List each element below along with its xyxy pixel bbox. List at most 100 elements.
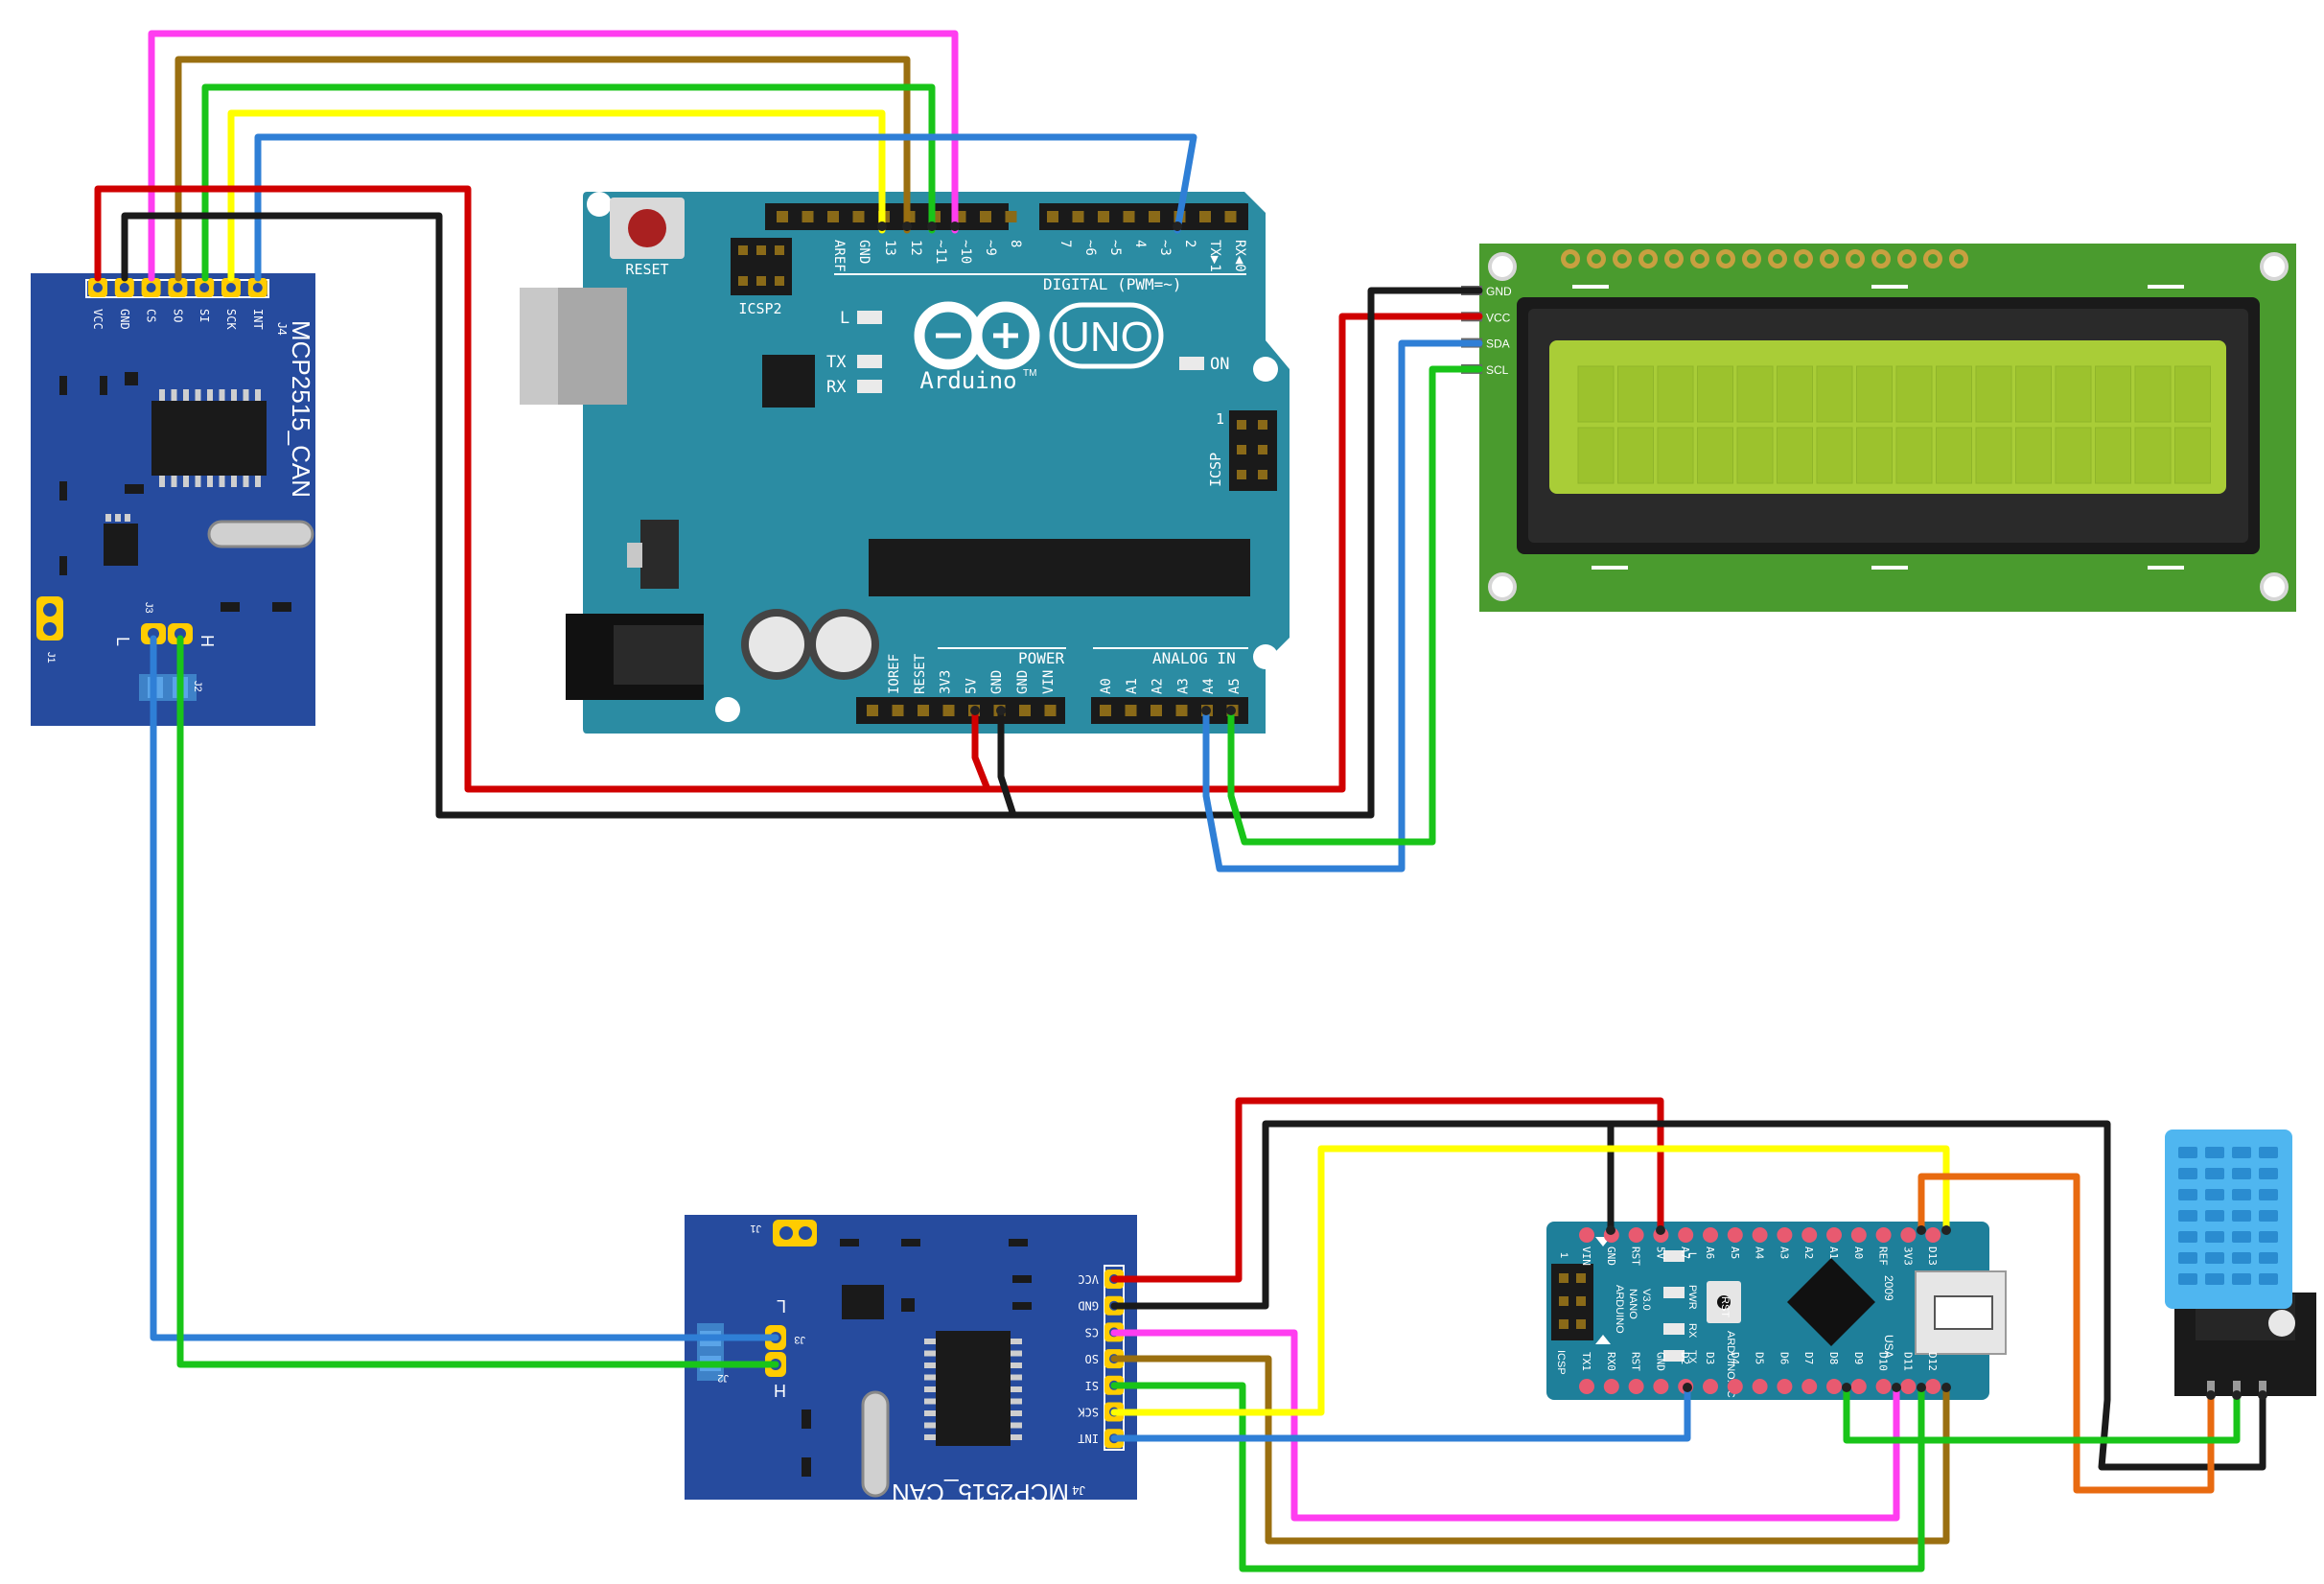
pin-hole xyxy=(199,283,210,292)
wire-uno-a5-scl xyxy=(1227,365,1483,846)
uno-reset-button-cap[interactable] xyxy=(628,209,666,247)
mcp-top-header-pin-label: SCK xyxy=(224,309,238,330)
nano-top-pin-label: D13 xyxy=(1926,1246,1939,1266)
pin-hole xyxy=(980,211,991,222)
wire-end-dot xyxy=(2232,1390,2242,1400)
uno-led-on xyxy=(1179,357,1204,370)
uno-usb-jack-face xyxy=(520,288,558,405)
mcp-top-j2-label: J2 xyxy=(192,681,203,692)
wire-end-dot xyxy=(1201,706,1211,715)
nano-icsp-label: ICSP xyxy=(1555,1350,1567,1375)
pin-hole xyxy=(802,211,814,222)
nano-pin[interactable] xyxy=(1801,1379,1818,1394)
nano-pin[interactable] xyxy=(1653,1379,1669,1394)
wire-mcp-top-vcc-5v xyxy=(94,185,1483,793)
nano-pin[interactable] xyxy=(1579,1227,1594,1243)
mcp-bot-crystal xyxy=(861,1390,890,1498)
mcp-bot-j2-label: J2 xyxy=(717,1372,729,1384)
uno-power-pin-label: 3V3 xyxy=(939,670,954,694)
nano-pin[interactable] xyxy=(1777,1227,1793,1243)
mcp-bot-header-pin-label: SI xyxy=(1085,1379,1099,1392)
nano-pin[interactable] xyxy=(1801,1227,1818,1243)
mcp-top-header-pin-label: CS xyxy=(145,309,158,322)
wire-end-dot xyxy=(1842,1383,1851,1392)
nano-pin[interactable] xyxy=(1900,1227,1917,1243)
nano-pin[interactable] xyxy=(1850,1379,1867,1394)
uno-power-header-label: POWER xyxy=(1018,649,1065,667)
nano-reset-button-cap[interactable] xyxy=(1717,1295,1731,1309)
wire-mcp-bot-cs-to-nano-d10 xyxy=(1110,1329,1900,1522)
wire-end-dot xyxy=(1917,1383,1926,1392)
wire-mcp-top-int-to-uno-d2 xyxy=(254,133,1197,282)
wire-end-dot xyxy=(1917,1225,1926,1235)
nano-pin[interactable] xyxy=(1678,1227,1694,1243)
nano-pin[interactable] xyxy=(1925,1379,1941,1394)
wire-end-dot xyxy=(1173,221,1182,231)
mcp-bot-smd-components xyxy=(802,1239,1032,1477)
nano-name-line1: ARDUINO xyxy=(1614,1285,1625,1334)
nano-pin[interactable] xyxy=(1875,1379,1892,1394)
uno-icsp-header xyxy=(1229,410,1277,491)
pin-hole xyxy=(146,283,156,292)
nano-year-label: 2009 xyxy=(1882,1275,1895,1301)
arduino-logo xyxy=(914,301,1040,370)
mcp-bot-pcb xyxy=(685,1215,1137,1500)
nano-pin[interactable] xyxy=(1850,1227,1867,1243)
wire-dht-vcc-to-nano-3v3 xyxy=(1917,1173,2215,1494)
nano-bottom-pin-label: D6 xyxy=(1778,1352,1790,1364)
uno-bottom-pin-holes xyxy=(867,705,1239,716)
smd-pad xyxy=(105,514,111,522)
uno-digital-pin-holes xyxy=(777,211,1237,222)
nano-pin[interactable] xyxy=(1826,1379,1842,1394)
wire-mcp-top-sck-to-uno-d13 xyxy=(227,109,886,282)
nano-bottom-pin-label: GND xyxy=(1654,1352,1666,1371)
wire-end-dot xyxy=(877,221,887,231)
uno-atmega-chip xyxy=(869,539,1250,596)
nano-pin[interactable] xyxy=(1727,1227,1743,1243)
nano-pin[interactable] xyxy=(1875,1227,1892,1243)
nano-pin[interactable] xyxy=(1826,1227,1842,1243)
pin-hole xyxy=(1224,211,1237,222)
jumper-pin xyxy=(799,1226,812,1240)
nano-pin[interactable] xyxy=(1603,1379,1619,1394)
nano-pin[interactable] xyxy=(1628,1379,1644,1394)
uno-digital-pin-label: ~11 xyxy=(933,240,948,264)
wire-end-dot xyxy=(1606,1225,1615,1235)
nano-top-pin-label: VIN xyxy=(1580,1246,1592,1266)
nano-pin[interactable] xyxy=(1752,1379,1768,1394)
wire-uno-gnd xyxy=(997,707,1017,819)
dht11-sensor-module xyxy=(2165,1130,2316,1398)
dht-pin[interactable] xyxy=(2233,1381,2241,1398)
nano-pin[interactable] xyxy=(1925,1227,1941,1243)
nano-led-l-label: L xyxy=(1686,1252,1698,1258)
nano-name-line2: NANO xyxy=(1627,1289,1638,1319)
nano-pin[interactable] xyxy=(1628,1227,1644,1243)
pin-hole xyxy=(226,283,236,292)
nano-pin[interactable] xyxy=(1752,1227,1768,1243)
uno-logo-badge xyxy=(1049,302,1164,369)
nano-name-line3: V3.0 xyxy=(1640,1289,1652,1311)
nano-top-pin-label: A3 xyxy=(1778,1246,1790,1259)
pin-hole xyxy=(252,283,263,292)
wire-uno-a4-sda xyxy=(1202,339,1483,873)
uno-led-tx-label: TX xyxy=(826,353,847,372)
nano-pin[interactable] xyxy=(1703,1379,1718,1394)
dht-pin[interactable] xyxy=(2207,1381,2215,1398)
nano-pin[interactable] xyxy=(1703,1227,1718,1243)
mcp-bot-header-pin-label: CS xyxy=(1085,1325,1099,1339)
nano-pin[interactable] xyxy=(1579,1379,1594,1394)
pin-hole xyxy=(1123,211,1135,222)
nano-pin[interactable] xyxy=(1900,1379,1917,1394)
mcp-bot-chip-legs xyxy=(924,1339,1022,1440)
pin-hole xyxy=(777,211,788,222)
uno-usb-chip xyxy=(762,355,815,408)
wire-mcp-bot-gnd xyxy=(1110,1120,2266,1471)
nano-pin[interactable] xyxy=(1777,1379,1793,1394)
uno-icsp-pins xyxy=(1237,420,1267,479)
pin-hole xyxy=(93,283,103,292)
nano-pin[interactable] xyxy=(1727,1379,1743,1394)
wire-end-dot xyxy=(950,221,960,231)
nano-icsp-pin1-label: 1 xyxy=(1558,1252,1569,1258)
dht-pin[interactable] xyxy=(2259,1381,2266,1398)
